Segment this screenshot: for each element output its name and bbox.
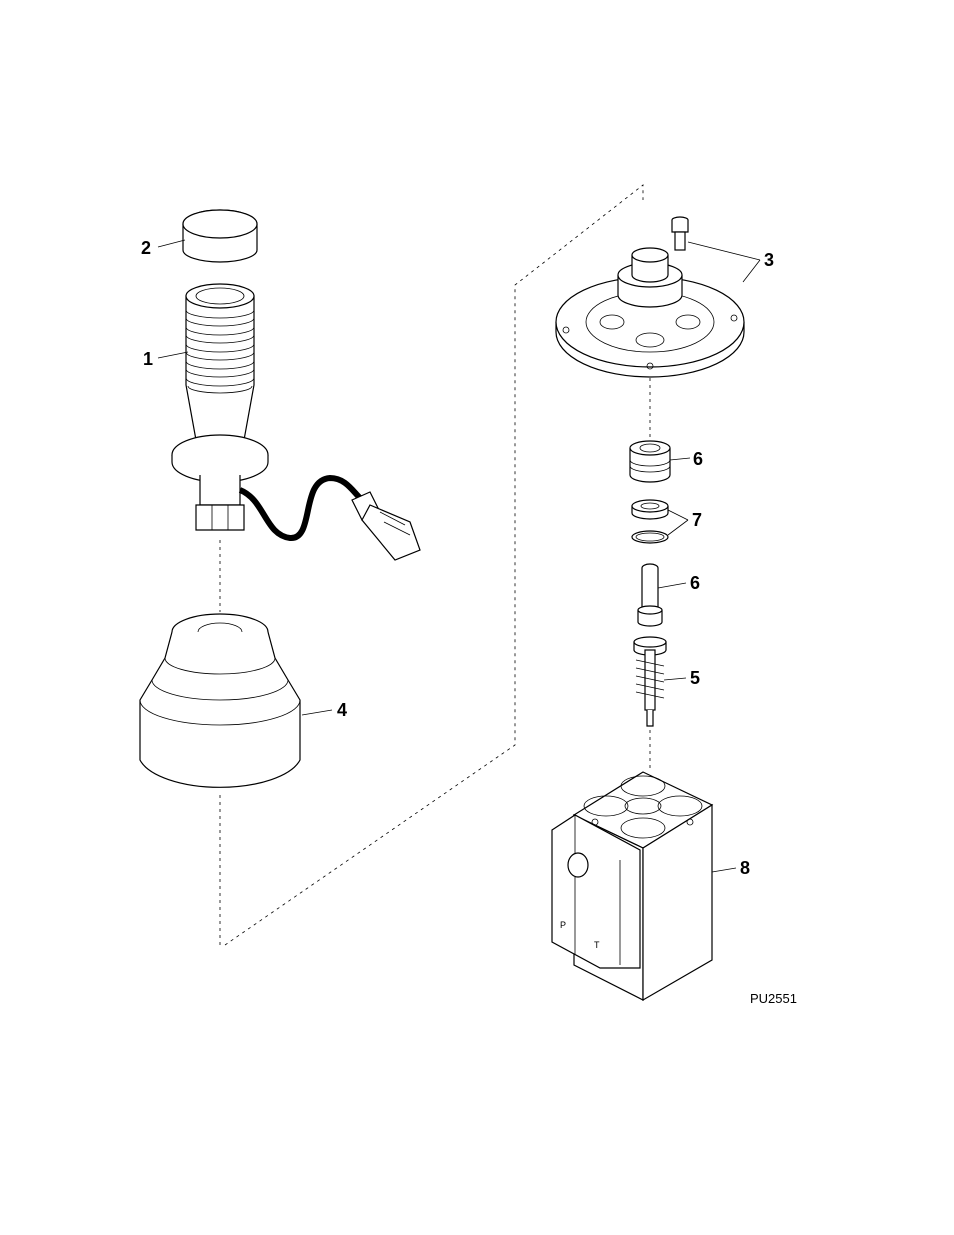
part-6-plunger[interactable] xyxy=(638,564,662,626)
part-1-handle[interactable] xyxy=(172,284,360,538)
callout-6-upper: 6 xyxy=(693,449,703,469)
callout-6-lower: 6 xyxy=(690,573,700,593)
port-t-mark: T xyxy=(594,940,600,950)
callout-1: 1 xyxy=(143,349,153,369)
figure-id: PU2551 xyxy=(750,991,797,1006)
port-p-mark: P xyxy=(560,920,566,930)
callout-4: 4 xyxy=(337,700,347,720)
part-3-bolt[interactable] xyxy=(672,217,688,250)
cable-connector[interactable] xyxy=(352,492,420,560)
callout-2: 2 xyxy=(141,238,151,258)
cable xyxy=(240,478,360,538)
part-6-bushing[interactable] xyxy=(630,441,670,482)
part-5-spring-assembly[interactable] xyxy=(634,637,666,726)
part-3-plate[interactable] xyxy=(556,248,744,377)
part-7-seal[interactable] xyxy=(632,500,668,519)
part-8-housing[interactable]: P T xyxy=(552,772,712,1000)
callout-8: 8 xyxy=(740,858,750,878)
callout-7: 7 xyxy=(692,510,702,530)
callout-5: 5 xyxy=(690,668,700,688)
part-2-cap[interactable] xyxy=(183,210,257,262)
part-7-o-ring[interactable] xyxy=(632,531,668,543)
part-4-boot[interactable] xyxy=(140,614,300,787)
callout-3: 3 xyxy=(764,250,774,270)
